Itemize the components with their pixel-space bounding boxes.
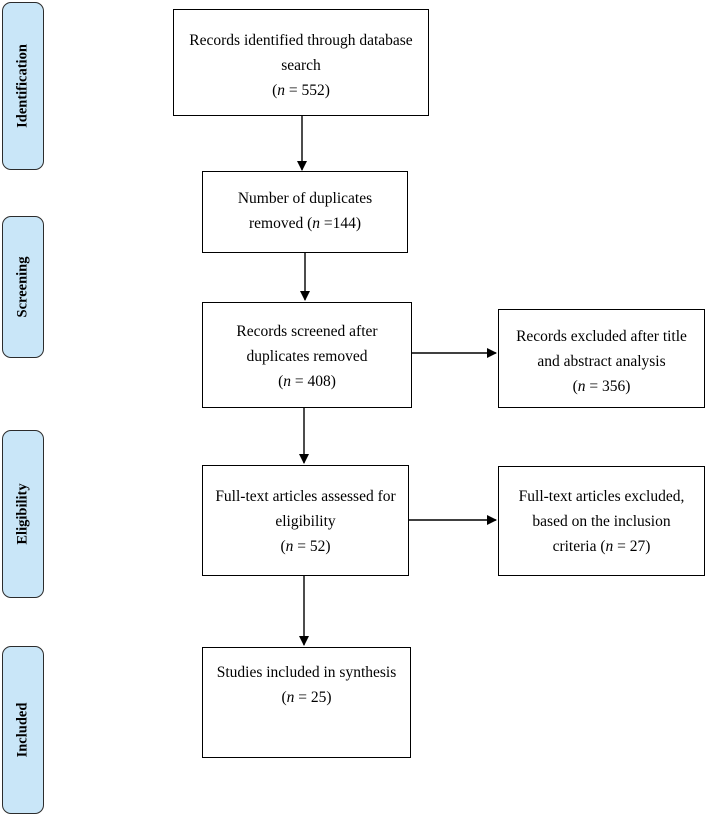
box-studies-included: Studies included in synthesis (n = 25): [202, 647, 411, 758]
box-records-excluded: Records excluded after title and abstrac…: [498, 309, 705, 408]
box-fulltext-excluded: Full-text articles excluded, based on th…: [498, 466, 705, 576]
box-count: (n = 52): [280, 538, 331, 555]
box-line: and abstract analysis: [537, 353, 666, 370]
stage-identification: Identification: [2, 2, 44, 170]
box-duplicates-removed: Number of duplicates removed (n =144): [202, 171, 408, 253]
box-line: duplicates removed: [246, 348, 368, 365]
box-records-identified: Records identified through database sear…: [173, 9, 429, 116]
box-count: (n = 408): [278, 373, 336, 390]
box-line: Full-text articles assessed for: [215, 488, 396, 505]
box-count: removed (n =144): [248, 215, 362, 232]
stage-screening: Screening: [2, 216, 44, 358]
stage-eligibility: Eligibility: [2, 430, 44, 598]
box-line: eligibility: [275, 513, 336, 530]
box-line: Records identified through database: [189, 32, 413, 49]
box-line: based on the inclusion: [532, 513, 671, 530]
box-line: Records screened after: [236, 323, 378, 340]
box-line: Number of duplicates: [237, 190, 373, 207]
box-count: (n = 356): [572, 378, 631, 395]
box-line: Records excluded after title: [516, 328, 687, 345]
box-records-screened: Records screened after duplicates remove…: [202, 302, 412, 408]
box-count: (n = 552): [272, 82, 330, 99]
box-line: search: [281, 57, 321, 74]
box-line: Studies included in synthesis: [216, 664, 397, 681]
box-count: criteria (n = 27): [552, 538, 651, 555]
box-line: Full-text articles excluded,: [518, 488, 685, 505]
box-count: (n = 25): [281, 689, 332, 706]
stage-included: Included: [2, 646, 44, 814]
box-fulltext-assessed: Full-text articles assessed for eligibil…: [202, 465, 409, 576]
